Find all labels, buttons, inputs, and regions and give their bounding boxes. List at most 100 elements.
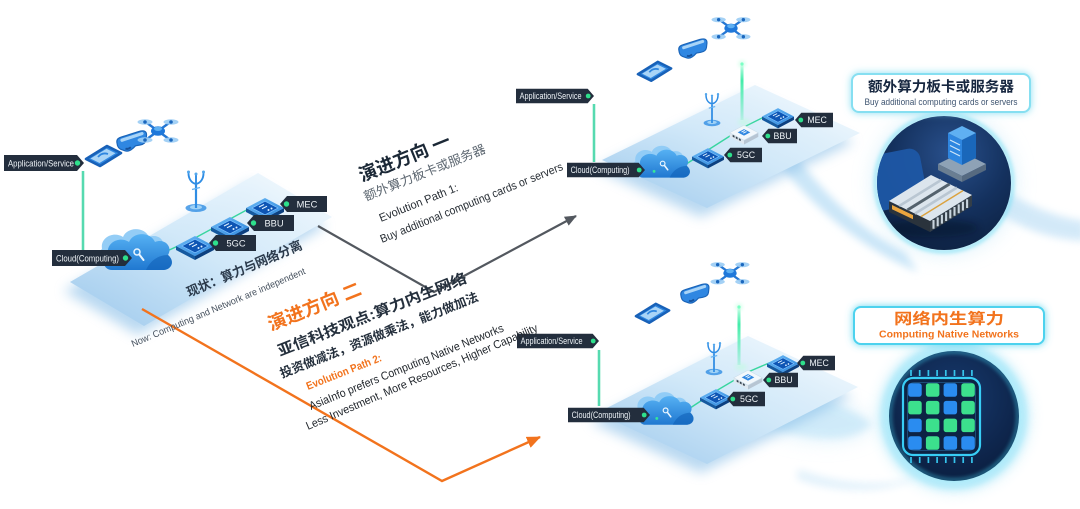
platform-3-app-service-pill-bg (517, 333, 599, 349)
platform-2-beam-impact-icon (738, 119, 750, 125)
platform-3-app-service-pill-dot-icon (590, 338, 596, 344)
platform-3-bbu-pill-label: BBU (775, 375, 793, 385)
circle2-halo-icon (882, 344, 1026, 488)
evolution-path-1-text-group: 演进方向 一 额外算力板卡或服务器 Evolution Path 1: Buy … (356, 130, 565, 246)
chip-cell-r4c3 (943, 436, 958, 450)
platform-2-bbu-pill-dot-icon (765, 133, 771, 139)
platform-1-5gc-pill-bg (209, 235, 256, 251)
circle1-content (877, 126, 986, 237)
platform-2-5gc-pill-bg (724, 147, 762, 163)
platform-3-5gc-pill-dot-icon (730, 396, 736, 402)
platform-3-app-service-pill-label: Application/Service (521, 336, 583, 346)
circle1-rim-glow-icon (874, 113, 1014, 253)
platform-1-cloud-pill-dot-icon (122, 255, 129, 261)
platform-3-bbu-pill-dot-icon (766, 377, 772, 383)
platform-1-mec-pill-label: MEC (297, 199, 318, 209)
chip-pins-icon (910, 370, 973, 463)
platform-2-drone-icon (710, 15, 752, 41)
platform-3-chain-link (680, 356, 784, 415)
platform-1-bbu-pill: BBU (247, 215, 294, 231)
platform-1-mec-pill-bg (280, 196, 327, 212)
platform-2-bbu-pill-bg (762, 128, 797, 144)
platform-1-bbu-pill-bg (247, 215, 294, 231)
platform-1-app-service-pill-bg (4, 155, 84, 171)
platform-2-mec-pill: MEC (795, 112, 833, 128)
platform-3-vr-glasses-icon (679, 282, 711, 305)
platform-3-bbu-pill-bg (763, 372, 798, 388)
evolution-path-2-arrow (141, 307, 541, 483)
platform-3-app-service-pill: Application/Service (517, 333, 599, 349)
evolution-arrows (141, 215, 577, 483)
chip-cell-r3c3 (943, 418, 958, 433)
platform-3-cloud-pill: Cloud(Computing) (568, 407, 650, 423)
chip-icon (901, 370, 982, 463)
chip-cell-r4c4 (961, 436, 975, 450)
platform-2-bbu-pill-label: BBU (774, 131, 792, 141)
platform-1-mec-pill-dot-icon (283, 201, 290, 207)
evolution-path-1-arrow (317, 215, 577, 294)
platform-1-mec-pill: MEC (280, 196, 327, 212)
platform-2-bbu-pill: BBU (762, 128, 797, 144)
callout-extra-hardware-title: 额外算力板卡或服务器 (868, 79, 1015, 96)
platform-2-cloud-pill: Cloud(Computing) (567, 162, 645, 178)
platform-2-app-service-pill-dot-icon (585, 93, 591, 99)
platform-3-mec-pill-dot-icon (800, 360, 806, 366)
platform-2: Application/Service Cloud(Computing) 5GC… (516, 15, 860, 217)
platform-2-cloud-pill-dot-icon (636, 167, 642, 173)
platform-3-beam-impact-icon (735, 364, 747, 370)
platform-1-phone-icon (84, 144, 123, 168)
platform-1-cloud-pill: Cloud(Computing) (52, 250, 132, 266)
chip-cell-r1c1 (908, 383, 922, 397)
platform-2-cloud-pill-label: Cloud(Computing) (571, 165, 630, 175)
callout-extra-hardware-box (851, 73, 1031, 113)
platform-3-bbu-pill: BBU (763, 372, 798, 388)
chip-cell-r1c4 (961, 383, 975, 397)
platform-3-mec-pill-label: MEC (809, 358, 829, 368)
platform-1-app-service-pill-label: Application/Service (8, 158, 74, 168)
chip-cell-r1c3 (943, 383, 958, 397)
chip-cell-r4c2 (925, 436, 940, 450)
callout-computing-native-box (853, 306, 1045, 345)
circle2-rim-glow-icon (889, 351, 1019, 481)
chip-cell-r2c4 (961, 400, 975, 415)
platform-3-phone-icon (634, 302, 671, 325)
server-tower-icon (938, 126, 986, 182)
chip-inner-border (907, 382, 976, 451)
platform-1-5gc-pill-dot-icon (212, 240, 219, 246)
platform-2-5gc-pill: 5GC (724, 147, 762, 163)
platform-2-vr-glasses-icon (677, 37, 709, 60)
platform-2-beam-source-core-icon (740, 62, 744, 66)
platform-1-bbu-pill-dot-icon (250, 220, 257, 226)
platform-3-drone-icon (709, 260, 751, 286)
chip-cell-r3c4 (961, 418, 975, 433)
platform-3-5gc-pill-bg (727, 391, 765, 407)
platform-2-cloud-pill-bg (567, 162, 645, 178)
platform-2-mec-pill-bg (795, 112, 833, 128)
platform-1-5gc-pill: 5GC (209, 235, 256, 251)
platform-2-phone-icon (636, 60, 673, 83)
platform-1-bbu-pill-label: BBU (264, 218, 283, 228)
platform-2-app-service-pill-label: Application/Service (520, 91, 582, 101)
platform-1-antenna-icon (184, 169, 208, 214)
swirl-around-servers-circle (782, 155, 1080, 272)
platform-3-5gc-pill-label: 5GC (740, 394, 759, 404)
callout-extra-hardware-subtitle: Buy additional computing cards or server… (865, 96, 1018, 107)
platform-3-cloud-pill-label: Cloud(Computing) (572, 410, 631, 420)
platform-2-mec-pill-dot-icon (798, 117, 804, 123)
chip-cell-r2c2 (925, 400, 940, 415)
platform-3-cloud-pill-bg (568, 407, 650, 423)
platform-3-mec-pill-bg (797, 355, 835, 371)
platform-2-5gc-pill-label: 5GC (737, 150, 756, 160)
chip-cell-r2c3 (943, 400, 958, 415)
computing-card-icon (886, 175, 978, 237)
platform-1-cloud-pill-bg (52, 250, 132, 266)
platform-3-5gc-pill: 5GC (727, 391, 765, 407)
swoosh-platform2-to-circle-icon (782, 155, 918, 272)
platform-1-app-service-pill-dot-icon (74, 160, 81, 166)
swoosh-circle2-bottom-icon (797, 469, 918, 491)
platform-1-cloud-pill-label: Cloud(Computing) (56, 253, 119, 263)
chip-cell-r4c1 (908, 436, 922, 450)
evolution-path-2-text-group: 演进方向 二 亚信科技观点:算力内生网络 投资做减法，资源做乘法，能力做加法 E… (265, 270, 540, 433)
